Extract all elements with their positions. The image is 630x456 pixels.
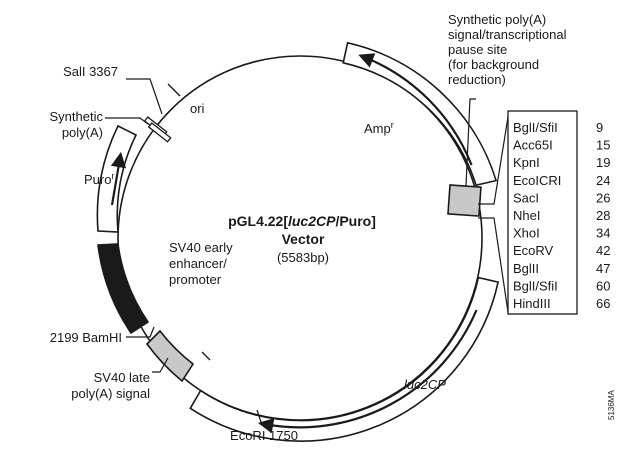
synthetic-polya-mark-2 <box>147 122 172 143</box>
sv40-promoter-label-1: SV40 early <box>169 240 233 255</box>
bamhi-leader-line <box>126 326 155 338</box>
luc2cp-gene-block <box>189 276 500 442</box>
mcs-site-name: BglI/SfiI <box>513 120 558 135</box>
vector-title-line2: Vector <box>282 231 325 247</box>
amp-direction-arrow <box>358 53 473 166</box>
sali-leader-line <box>126 78 163 115</box>
mcs-site-position: 15 <box>596 138 610 153</box>
synthetic-polya-label-1: Synthetic <box>50 109 104 124</box>
mcs-leader-top <box>478 116 509 205</box>
mcs-site-name: XhoI <box>513 226 540 241</box>
sv40-late-leader-line <box>152 357 169 373</box>
sv40-promoter-label-3: promoter <box>169 272 222 287</box>
mcs-site-position: 66 <box>596 296 610 311</box>
mcs-site-name: BglII <box>513 261 539 276</box>
mcs-site-name: HindIII <box>513 296 551 311</box>
sv40-late-polya-block <box>145 329 195 383</box>
mcs-site-name: NheI <box>513 208 540 223</box>
mcs-site-name: EcoICRI <box>513 173 561 188</box>
amp-label: Ampr <box>364 120 394 136</box>
ecori-label: EcoRI 1750 <box>230 428 298 443</box>
vector-title-line1: pGL4.22[luc2CP/Puro] <box>228 213 376 229</box>
mcs-site-position: 9 <box>596 120 603 135</box>
puro-label: Puror <box>84 171 114 187</box>
mcs-site-position: 60 <box>596 278 610 293</box>
sv40-late-label-2: poly(A) signal <box>71 386 150 401</box>
mcs-site-name: Acc65I <box>513 138 553 153</box>
synthetic-polya-label-2: poly(A) <box>62 125 103 140</box>
pause-site-label-5: reduction) <box>448 72 506 87</box>
vector-size: (5583bp) <box>277 250 329 265</box>
pause-site-leader-line <box>465 98 476 187</box>
mcs-site-position: 42 <box>596 243 610 258</box>
sv40-late-label-1: SV40 late <box>94 370 150 385</box>
bamhi-label: 2199 BamHI <box>50 330 122 345</box>
mcs-site-name: BglI/SfiI <box>513 278 558 293</box>
pause-site-label-3: pause site <box>448 42 507 57</box>
luc-end-tick <box>201 351 211 361</box>
puro-direction-arrow <box>110 151 127 206</box>
mcs-site-name: EcoRV <box>513 243 554 258</box>
mcs-site-name: KpnI <box>513 155 540 170</box>
mcs-site-position: 47 <box>596 261 610 276</box>
synthetic-polya-leader-line <box>105 117 149 125</box>
sali-label: SalI 3367 <box>63 64 118 79</box>
pause-site-box <box>447 184 482 217</box>
luc2cp-direction-arrow <box>257 309 478 434</box>
mcs-box <box>507 110 578 315</box>
mcs-site-position: 19 <box>596 155 610 170</box>
pause-site-label-1: Synthetic poly(A) <box>448 12 546 27</box>
figure-code: 5136MA <box>607 390 616 420</box>
mcs-site-position: 26 <box>596 190 610 205</box>
ori-tick <box>167 83 181 97</box>
pause-site-label-2: signal/transcriptional <box>448 27 567 42</box>
mcs-site-position: 28 <box>596 208 610 223</box>
mcs-site-position: 24 <box>596 173 610 188</box>
mcs-leader-bottom <box>478 217 509 313</box>
ori-label: ori <box>190 101 205 116</box>
sv40-promoter-block <box>97 243 150 335</box>
pause-site-label-4: (for background <box>448 57 539 72</box>
luc2cp-label: luc2CP <box>404 377 446 392</box>
sv40-promoter-label-2: enhancer/ <box>169 256 227 271</box>
mcs-site-name: SacI <box>513 190 539 205</box>
mcs-site-position: 34 <box>596 226 610 241</box>
ecori-leader-line <box>256 409 263 426</box>
